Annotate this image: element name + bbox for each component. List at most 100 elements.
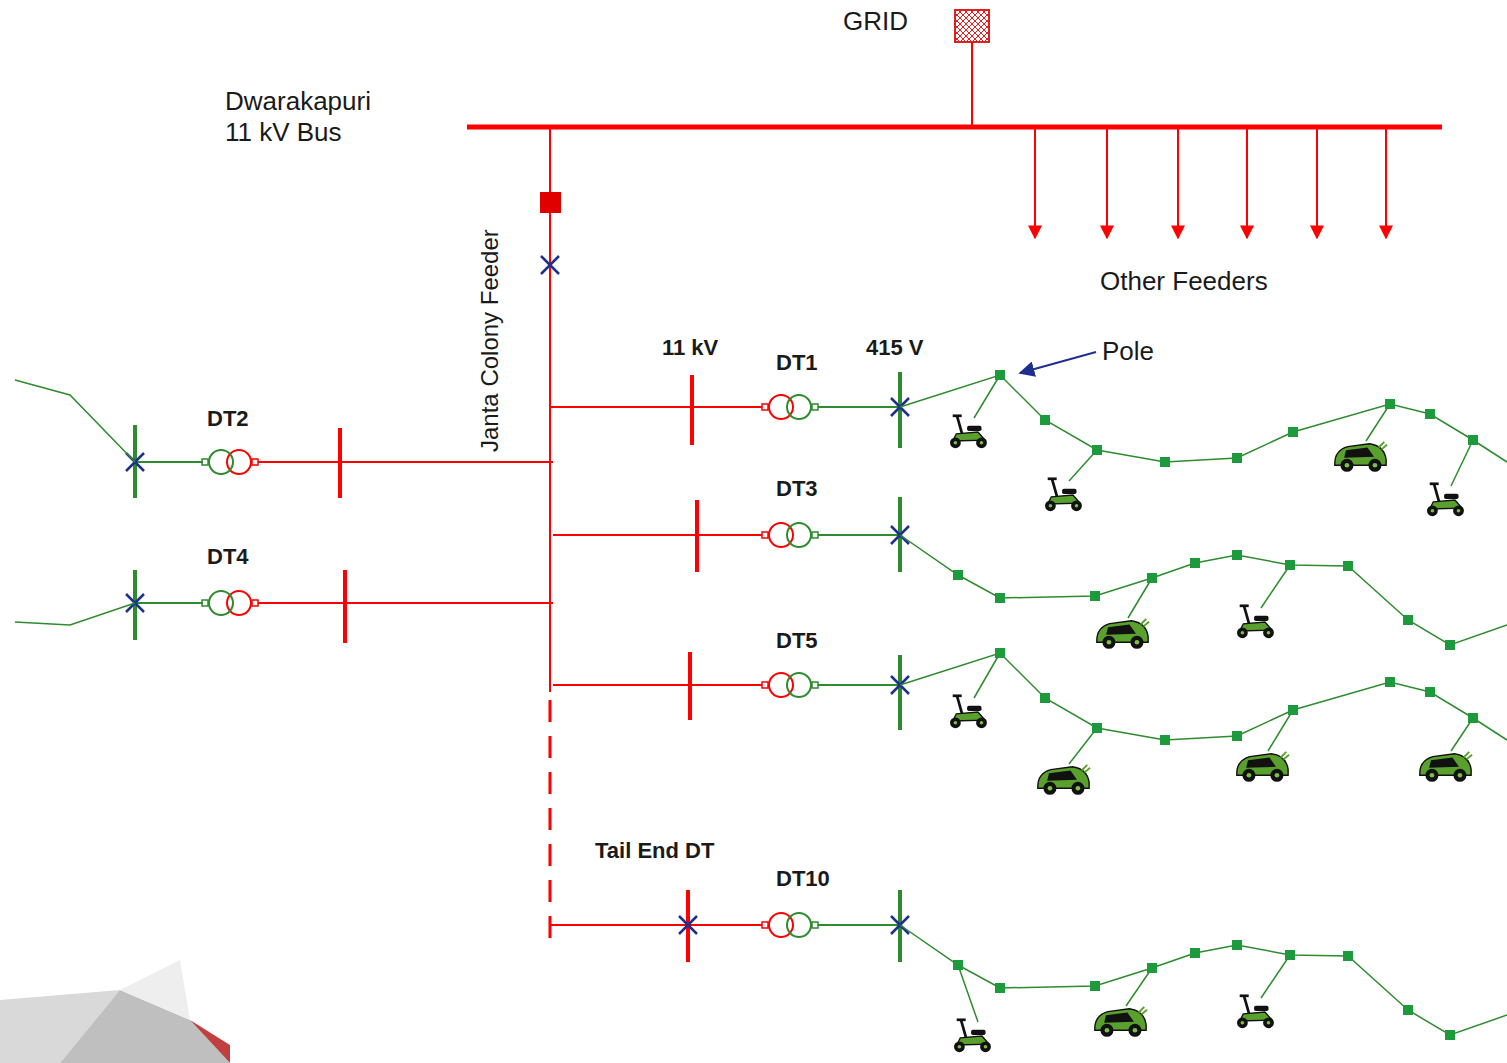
transformer-terminal [812,404,818,410]
transformer-winding-lv [209,450,233,474]
pole [1288,427,1298,437]
service-drop [1451,440,1473,486]
bus-bar [467,125,1442,130]
transformer-winding-lv [787,395,811,419]
pole [1285,560,1295,570]
service-drop [1126,968,1152,1006]
pole-pointer [1020,352,1096,373]
pole [1090,981,1100,991]
circuit-breaker [541,256,559,274]
hv-line [553,684,763,686]
service-drop [1128,578,1152,618]
transformer-label: DT5 [776,628,818,654]
hv-bus-bar [688,652,692,720]
feeder-label: Janta Colony Feeder [476,229,505,452]
pole [1425,409,1435,419]
service-drop [1261,565,1290,608]
service-drop [1366,404,1390,441]
pole [1160,457,1170,467]
outgoing-feeder [1385,127,1387,238]
pole [1403,1005,1413,1015]
electric-scooter [950,696,987,728]
feeder-breaker [540,192,561,213]
hv-line [257,461,553,463]
lv-line [135,461,203,463]
outgoing-feeder [1177,127,1179,238]
pole [1232,731,1242,741]
lv-line [817,924,900,926]
pole [1468,435,1478,445]
hv-bus-bar [338,428,342,498]
service-drop [974,653,1000,698]
lv-distribution-line [15,380,135,462]
pole [995,983,1005,993]
pole [953,960,963,970]
transformer-label: DT1 [776,350,818,376]
pole [1445,640,1455,650]
transformer-label: DT3 [776,476,818,502]
electric-scooter [1237,606,1274,638]
transformer-terminal [762,922,768,928]
transformer-winding-lv [209,591,233,615]
hv-line [257,602,553,604]
lv-distribution-line [900,375,1507,462]
electric-car [1420,752,1472,782]
lv-distribution-line [15,603,135,625]
lv-distribution-line [900,925,1507,1035]
transformer-terminal [762,404,768,410]
lv-distribution-line [900,535,1507,645]
logo-facet [120,960,190,1020]
note-label: Tail End DT [595,838,714,864]
pole [1147,573,1157,583]
lv-line [817,684,900,686]
service-drop [958,965,978,1022]
transformer-terminal [252,459,258,465]
voltage-label: 415 V [866,335,924,361]
outgoing-feeder [1034,127,1036,238]
electric-car [1237,752,1289,782]
pole [1468,713,1478,723]
pole [1040,693,1050,703]
transformer-terminal [762,682,768,688]
service-drop [1261,955,1290,998]
lv-line [817,534,900,536]
pole [1190,558,1200,568]
pole [1445,1030,1455,1040]
hv-line [550,406,763,408]
transformer-winding-lv [787,913,811,937]
pole [1232,550,1242,560]
pole [1385,677,1395,687]
electric-car [1095,1007,1147,1037]
transformer-winding-lv [787,673,811,697]
electric-car [1038,765,1090,795]
feeders-label: Other Feeders [1100,266,1268,297]
grid-symbol [955,10,989,42]
pole [1232,940,1242,950]
outgoing-feeder [1316,127,1318,238]
transformer-winding-lv [787,523,811,547]
service-drop [974,375,1000,418]
feeder-line-dashed [549,700,552,940]
hv-line [553,534,763,536]
electric-scooter [1427,484,1464,516]
pole [1425,687,1435,697]
pole [1343,561,1353,571]
pole [995,648,1005,658]
pole [1040,415,1050,425]
lv-line [817,406,900,408]
logo-facet [190,1020,230,1063]
electric-car [1335,442,1387,472]
pole-label: Pole [1102,336,1154,367]
electric-scooter [1045,479,1082,511]
transformer-terminal [812,532,818,538]
electric-car [1097,619,1149,649]
pole [1385,399,1395,409]
transformer-terminal [812,682,818,688]
outgoing-feeder [1246,127,1248,238]
hv-line [550,924,763,926]
pole [995,370,1005,380]
service-drop [1268,710,1293,751]
bus-label: Dwarakapuri 11 kV Bus [225,86,385,148]
pole [1092,723,1102,733]
